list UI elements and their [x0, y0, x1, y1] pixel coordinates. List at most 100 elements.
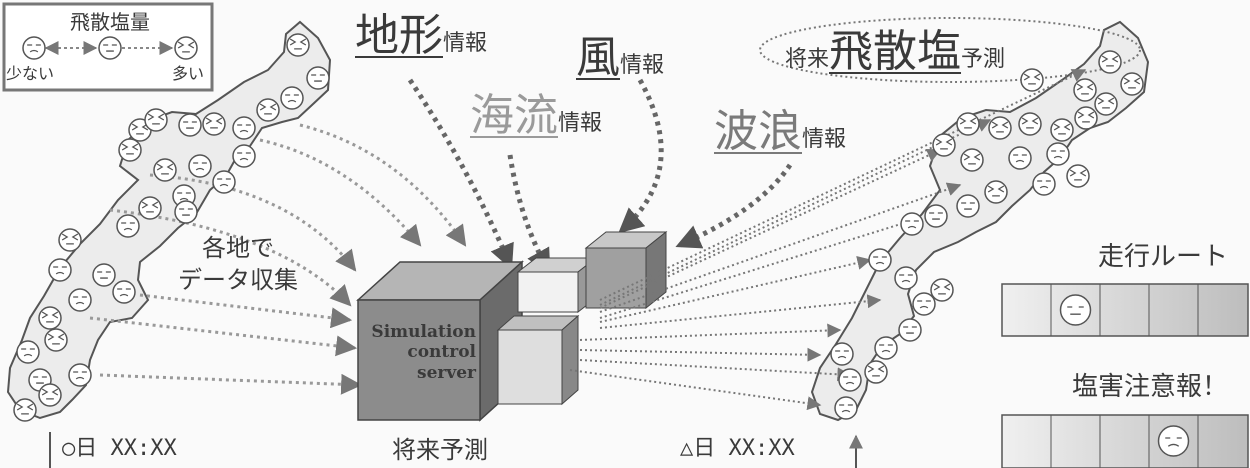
salt-face-left-2	[306, 66, 330, 90]
salt-face-right-7	[988, 116, 1012, 140]
salt-face-left-30	[13, 398, 37, 422]
legend-face-mid	[98, 36, 122, 60]
prediction-arrows	[569, 69, 1087, 411]
server-label-line3: server	[417, 362, 476, 383]
salt-face-right-12	[1046, 142, 1070, 166]
salt-face-left-26	[16, 340, 40, 364]
salt-face-left-20	[48, 258, 72, 282]
salt-face-left-18	[116, 214, 140, 238]
timeline-start: ○日 XX:XX	[62, 436, 177, 461]
alert-cell-face	[1157, 425, 1190, 457]
salt-face-left-23	[68, 288, 92, 312]
wind-info-suffix: 情報	[620, 53, 665, 78]
collection-label: 各地で データ収集	[178, 234, 298, 295]
prediction-prefix: 将来	[785, 47, 830, 72]
salt-face-right-30	[1073, 78, 1097, 102]
timeline-bar	[49, 432, 863, 468]
server-label-line2: control	[407, 342, 476, 363]
salt-face-left-6	[202, 112, 226, 136]
salt-face-left-7	[178, 113, 202, 137]
salt-face-markers	[13, 33, 1190, 457]
wave-info-main: 波浪	[714, 106, 802, 157]
legend-title: 飛散塩量	[70, 10, 150, 34]
server-cluster	[356, 230, 668, 422]
prediction-title: 将来飛散塩予測	[785, 30, 1005, 74]
wind-info-main: 風	[576, 32, 620, 83]
salt-face-left-19	[58, 228, 82, 252]
salt-face-right-17	[924, 204, 948, 228]
current-info-label: 海流情報	[470, 94, 602, 138]
salt-face-left-22	[112, 280, 136, 304]
legend-face-low	[22, 36, 46, 60]
current-info-suffix: 情報	[558, 111, 603, 136]
route-title: 走行ルート	[1098, 242, 1229, 272]
salt-face-right-18	[900, 212, 924, 236]
japan-map-right	[810, 20, 1150, 422]
salt-face-right-11	[1008, 146, 1032, 170]
salt-face-right-3	[1094, 92, 1118, 116]
salt-face-right-25	[864, 360, 888, 384]
terrain-info-main: 地形	[355, 10, 443, 61]
salt-face-left-14	[212, 170, 236, 194]
salt-face-right-15	[984, 180, 1008, 204]
salt-face-right-13	[1066, 164, 1090, 188]
salt-face-left-4	[256, 98, 280, 122]
wave-info-label: 波浪情報	[714, 110, 846, 154]
salt-face-right-4	[1074, 106, 1098, 130]
legend-low-label: 少ない	[6, 64, 55, 83]
server-label: Simulation control server	[368, 322, 476, 383]
salt-face-right-1	[1098, 50, 1122, 74]
salt-face-right-14	[1032, 172, 1056, 196]
salt-face-right-2	[1120, 72, 1144, 96]
salt-face-left-21	[92, 263, 116, 287]
route-cell-face	[1059, 294, 1092, 326]
salt-face-right-8	[956, 112, 980, 136]
legend-high-label: 多い	[172, 64, 205, 83]
salt-face-right-23	[898, 318, 922, 342]
terrain-info-label: 地形情報	[355, 14, 487, 58]
route-strip	[1001, 283, 1249, 337]
salt-face-left-29	[38, 383, 62, 407]
salt-face-right-26	[830, 342, 854, 366]
salt-face-right-19	[868, 248, 892, 272]
wave-info-suffix: 情報	[802, 127, 847, 152]
legend-face-high	[174, 36, 198, 60]
salt-face-right-20	[894, 266, 918, 290]
salt-face-right-5	[1050, 118, 1074, 142]
current-info-main: 海流	[470, 90, 558, 141]
salt-face-left-13	[232, 144, 256, 168]
salt-face-left-25	[44, 328, 68, 352]
salt-face-left-10	[118, 138, 142, 162]
salt-face-left-1	[286, 33, 310, 57]
salt-face-right-24	[874, 336, 898, 360]
salt-face-right-10	[960, 148, 984, 172]
prediction-ellipse	[759, 17, 1141, 83]
alert-strip	[1001, 414, 1249, 468]
server-label-line1: Simulation	[371, 322, 476, 342]
salt-face-right-16	[956, 194, 980, 218]
salt-face-right-29	[1020, 68, 1044, 92]
salt-face-left-5	[232, 116, 256, 140]
salt-face-left-28	[68, 363, 92, 387]
salt-face-right-6	[1018, 112, 1042, 136]
timeline-middle: 将来予測	[392, 436, 488, 464]
prediction-suffix: 予測	[961, 47, 1006, 72]
salt-face-right-28	[834, 396, 858, 420]
wind-info-label: 風情報	[576, 36, 664, 80]
salt-face-right-21	[930, 278, 954, 302]
salt-face-right-27	[838, 368, 862, 392]
terrain-info-suffix: 情報	[443, 31, 488, 56]
salt-face-left-3	[280, 86, 304, 110]
salt-face-left-11	[153, 158, 177, 182]
salt-face-left-12	[188, 154, 212, 178]
prediction-main: 飛散塩	[829, 26, 962, 77]
salt-face-left-16	[138, 196, 162, 220]
salt-face-right-22	[912, 292, 936, 316]
salt-face-left-17	[174, 200, 198, 224]
salt-face-left-9	[144, 108, 168, 132]
salt-face-left-24	[38, 306, 62, 330]
salt-face-right-9	[932, 133, 956, 157]
timeline-end: △日 XX:XX	[680, 436, 795, 461]
alert-title: 塩害注意報！	[1072, 372, 1229, 402]
